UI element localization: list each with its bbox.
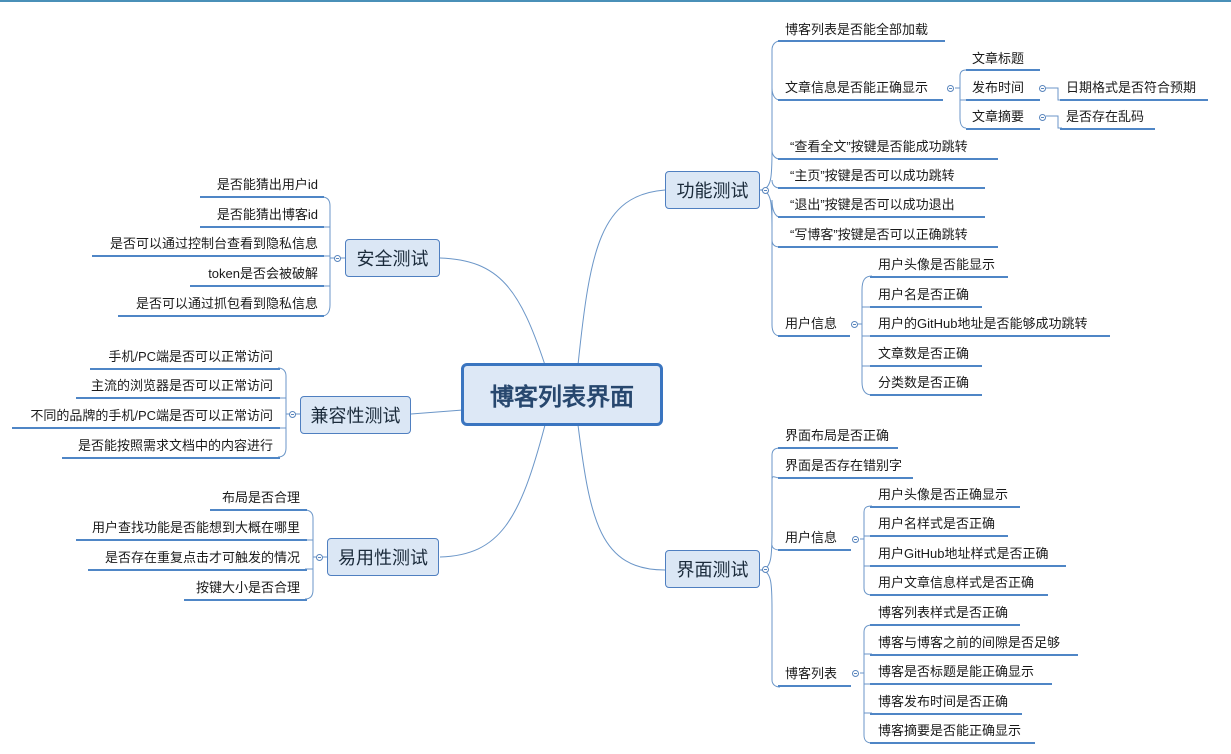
node-category-count[interactable]: 分类数是否正确 bbox=[878, 375, 970, 390]
collapse-icon[interactable] bbox=[316, 554, 323, 561]
link-root-usability bbox=[439, 424, 546, 558]
branch-security-test[interactable]: 安全测试 bbox=[345, 239, 440, 277]
node-repeat-click[interactable]: 是否存在重复点击才可触发的情况 bbox=[104, 550, 300, 565]
node-browsers[interactable]: 主流的浏览器是否可以正常访问 bbox=[90, 378, 273, 393]
collapse-icon[interactable] bbox=[947, 85, 954, 92]
node-search[interactable]: 用户查找功能是否能想到大概在哪里 bbox=[91, 520, 300, 535]
branch-ui-test[interactable]: 界面测试 bbox=[665, 550, 760, 588]
node-username[interactable]: 用户名是否正确 bbox=[878, 287, 970, 302]
node-article-count[interactable]: 文章数是否正确 bbox=[878, 346, 970, 361]
node-ui-article-info-style[interactable]: 用户文章信息样式是否正确 bbox=[878, 575, 1035, 590]
node-article-info[interactable]: 文章信息是否能正确显示 bbox=[785, 80, 929, 95]
node-summary[interactable]: 文章摘要 bbox=[972, 109, 1025, 124]
link-root-security bbox=[439, 257, 546, 366]
node-layout[interactable]: 布局是否合理 bbox=[221, 490, 300, 505]
node-ui-username-style[interactable]: 用户名样式是否正确 bbox=[878, 516, 996, 531]
collapse-icon[interactable] bbox=[851, 321, 858, 328]
branch-usability-test[interactable]: 易用性测试 bbox=[327, 538, 439, 576]
node-ui-user-info[interactable]: 用户信息 bbox=[785, 530, 838, 545]
node-avatar[interactable]: 用户头像是否能显示 bbox=[878, 257, 996, 272]
node-guess-uid[interactable]: 是否能猜出用户id bbox=[216, 177, 318, 192]
branch-functional-test[interactable]: 功能测试 bbox=[665, 171, 760, 209]
root-node[interactable]: 博客列表界面 bbox=[461, 363, 663, 426]
node-mobile-pc[interactable]: 手机/PC端是否可以正常访问 bbox=[108, 349, 273, 364]
node-blog-list[interactable]: 博客列表 bbox=[785, 666, 838, 681]
link-root-compat bbox=[410, 409, 464, 415]
collapse-icon[interactable] bbox=[762, 566, 769, 573]
node-write-button[interactable]: “写博客”按键是否可以正确跳转 bbox=[790, 227, 968, 242]
node-button-size[interactable]: 按键大小是否合理 bbox=[195, 580, 300, 595]
node-ui-layout[interactable]: 界面布局是否正确 bbox=[785, 428, 890, 443]
collapse-icon[interactable] bbox=[289, 411, 296, 418]
link-root-func bbox=[577, 189, 666, 366]
node-article-title[interactable]: 文章标题 bbox=[972, 51, 1025, 66]
node-load-all[interactable]: 博客列表是否能全部加载 bbox=[785, 22, 929, 37]
node-date-format[interactable]: 日期格式是否符合预期 bbox=[1066, 80, 1197, 95]
node-user-info[interactable]: 用户信息 bbox=[785, 316, 838, 331]
node-token[interactable]: token是否会被破解 bbox=[208, 266, 318, 281]
node-console[interactable]: 是否可以通过控制台查看到隐私信息 bbox=[109, 236, 318, 251]
node-pub-time[interactable]: 发布时间 bbox=[972, 80, 1025, 95]
node-view-all-button[interactable]: “查看全文”按键是否能成功跳转 bbox=[790, 139, 968, 154]
collapse-icon[interactable] bbox=[852, 536, 859, 543]
collapse-icon[interactable] bbox=[334, 255, 341, 262]
node-gap[interactable]: 博客与博客之前的间隙是否足够 bbox=[878, 635, 1061, 650]
node-garbled[interactable]: 是否存在乱码 bbox=[1066, 109, 1145, 124]
node-guess-bid[interactable]: 是否能猜出博客id bbox=[216, 207, 318, 222]
link-root-ui bbox=[577, 424, 666, 571]
collapse-icon[interactable] bbox=[1039, 85, 1046, 92]
node-docs[interactable]: 是否能按照需求文档中的内容进行 bbox=[77, 438, 273, 453]
node-typo[interactable]: 界面是否存在错别字 bbox=[785, 458, 903, 473]
node-title-show[interactable]: 博客是否标题是能正确显示 bbox=[878, 664, 1035, 679]
node-brands[interactable]: 不同的品牌的手机/PC端是否可以正常访问 bbox=[30, 408, 273, 423]
node-ui-avatar[interactable]: 用户头像是否正确显示 bbox=[878, 487, 1009, 502]
node-capture[interactable]: 是否可以通过抓包看到隐私信息 bbox=[135, 296, 318, 311]
node-summary-show[interactable]: 博客摘要是否能正确显示 bbox=[878, 723, 1022, 738]
node-pub-time[interactable]: 博客发布时间是否正确 bbox=[878, 694, 1009, 709]
node-github[interactable]: 用户的GitHub地址是否能够成功跳转 bbox=[878, 316, 1088, 331]
collapse-icon[interactable] bbox=[852, 670, 859, 677]
collapse-icon[interactable] bbox=[762, 187, 769, 194]
branch-compat-test[interactable]: 兼容性测试 bbox=[300, 396, 411, 434]
top-border bbox=[0, 0, 1231, 2]
node-home-button[interactable]: “主页”按键是否可以成功跳转 bbox=[790, 168, 955, 183]
collapse-icon[interactable] bbox=[1039, 114, 1046, 121]
node-list-style[interactable]: 博客列表样式是否正确 bbox=[878, 605, 1009, 620]
node-ui-github-style[interactable]: 用户GitHub地址样式是否正确 bbox=[878, 546, 1049, 561]
node-logout-button[interactable]: “退出”按键是否可以成功退出 bbox=[790, 197, 955, 212]
